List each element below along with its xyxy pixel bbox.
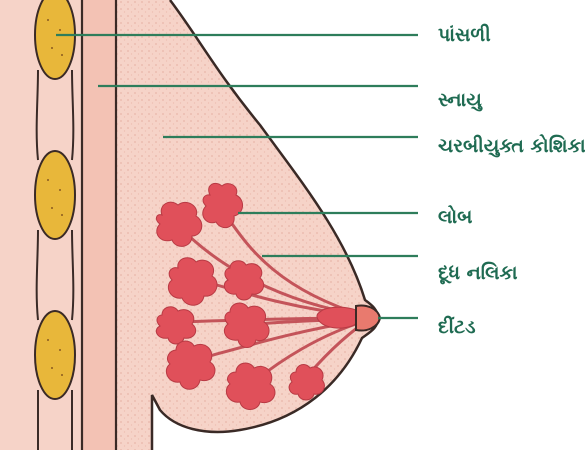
- label-fatty-cells: ચરબીયુક્ત કોશિકા: [438, 137, 585, 156]
- ribs: [35, 0, 75, 399]
- label-nipple: દીંટડ: [438, 318, 476, 337]
- muscle-band: [82, 0, 116, 450]
- label-milk-duct: દૂધ નલિકા: [438, 264, 518, 283]
- label-rib: પાંસળી: [438, 26, 491, 45]
- label-lobe: લોબ: [438, 208, 472, 227]
- label-muscle: સ્નાયુ: [438, 91, 482, 110]
